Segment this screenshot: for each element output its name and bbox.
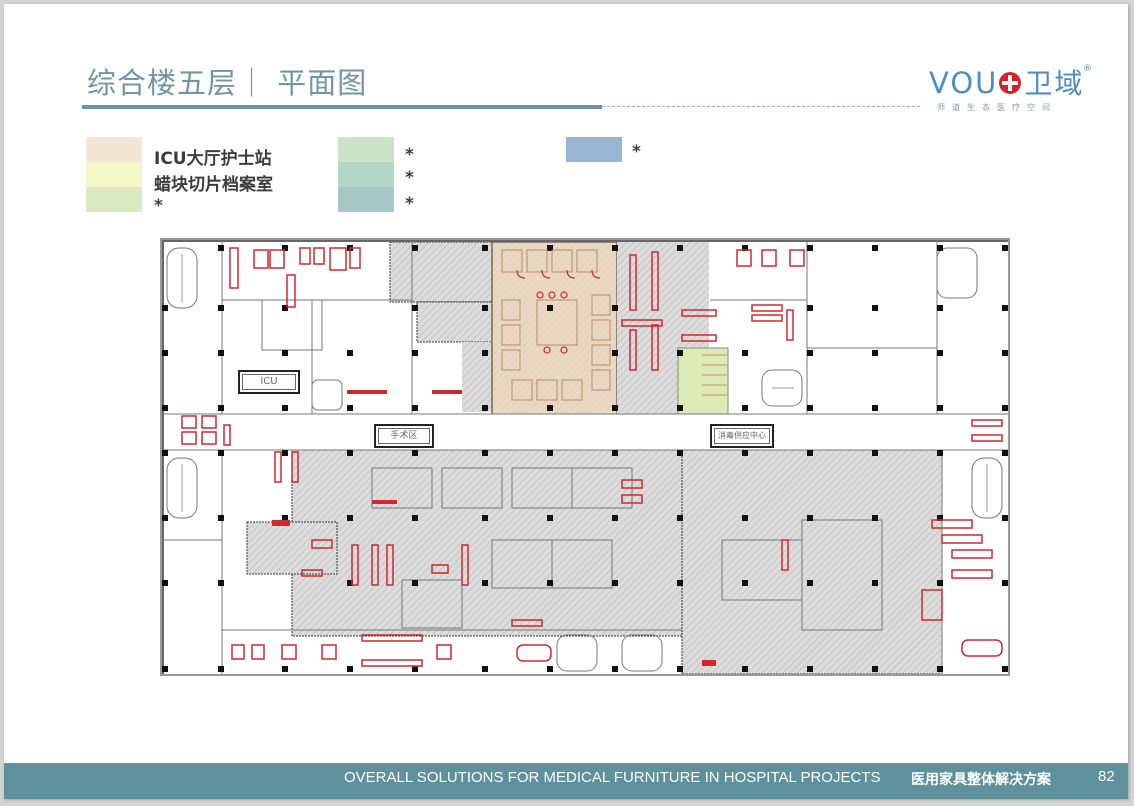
slide: 综合楼五层｜ 平面图 VOU 卫域 ® 师道生态医疗空间 ICU大厅护士站 蜡块切…: [4, 4, 1128, 799]
legend-swatch-archive: [86, 162, 142, 187]
logo-chinese: 卫域: [1024, 67, 1085, 100]
legend-swatch-icu: [86, 137, 142, 162]
page-number: 82: [1098, 768, 1115, 785]
footer-chinese-tagline: 医用家具整体解决方案: [911, 772, 1051, 788]
medical-cross-icon: [999, 72, 1022, 94]
page-title: 综合楼五层｜ 平面图: [87, 66, 368, 100]
title-underline: [82, 105, 602, 109]
brand-logo: VOU 卫域 ® 师道生态医疗空间: [929, 64, 1099, 114]
legend-swatch-3: [86, 187, 142, 212]
surgery-zone-label: 手术区: [374, 424, 434, 448]
legend-swatch-7: [566, 137, 622, 162]
floor-plan-drawing: [162, 240, 1008, 674]
title-dashed-divider: [602, 106, 920, 107]
legend-label-6: *: [405, 194, 414, 214]
footer-bar: OVERALL SOLUTIONS FOR MEDICAL FURNITURE …: [4, 763, 1128, 799]
floor-plan: ICU 手术区 消毒供应中心: [160, 238, 1010, 676]
legend-label-4: *: [405, 145, 414, 165]
legend-label-5: *: [405, 168, 414, 188]
legend-swatch-5: [338, 162, 394, 187]
legend-label-archive: 蜡块切片档案室: [154, 175, 273, 195]
legend-label-icu: ICU大厅护士站: [154, 149, 272, 169]
footer-english-tagline: OVERALL SOLUTIONS FOR MEDICAL FURNITURE …: [344, 769, 881, 786]
legend-swatch-6: [338, 187, 394, 212]
legend-label-3: *: [154, 196, 163, 216]
legend-swatch-4: [338, 137, 394, 162]
logo-latin: VOU: [929, 66, 999, 100]
sterilization-center-label: 消毒供应中心: [710, 424, 774, 448]
logo-tagline: 师道生态医疗空间: [937, 103, 1057, 112]
legend-label-7: *: [632, 142, 641, 162]
icu-zone-label: ICU: [238, 370, 300, 394]
logo-wordmark: VOU 卫域: [929, 66, 1084, 101]
registered-mark: ®: [1083, 64, 1092, 74]
